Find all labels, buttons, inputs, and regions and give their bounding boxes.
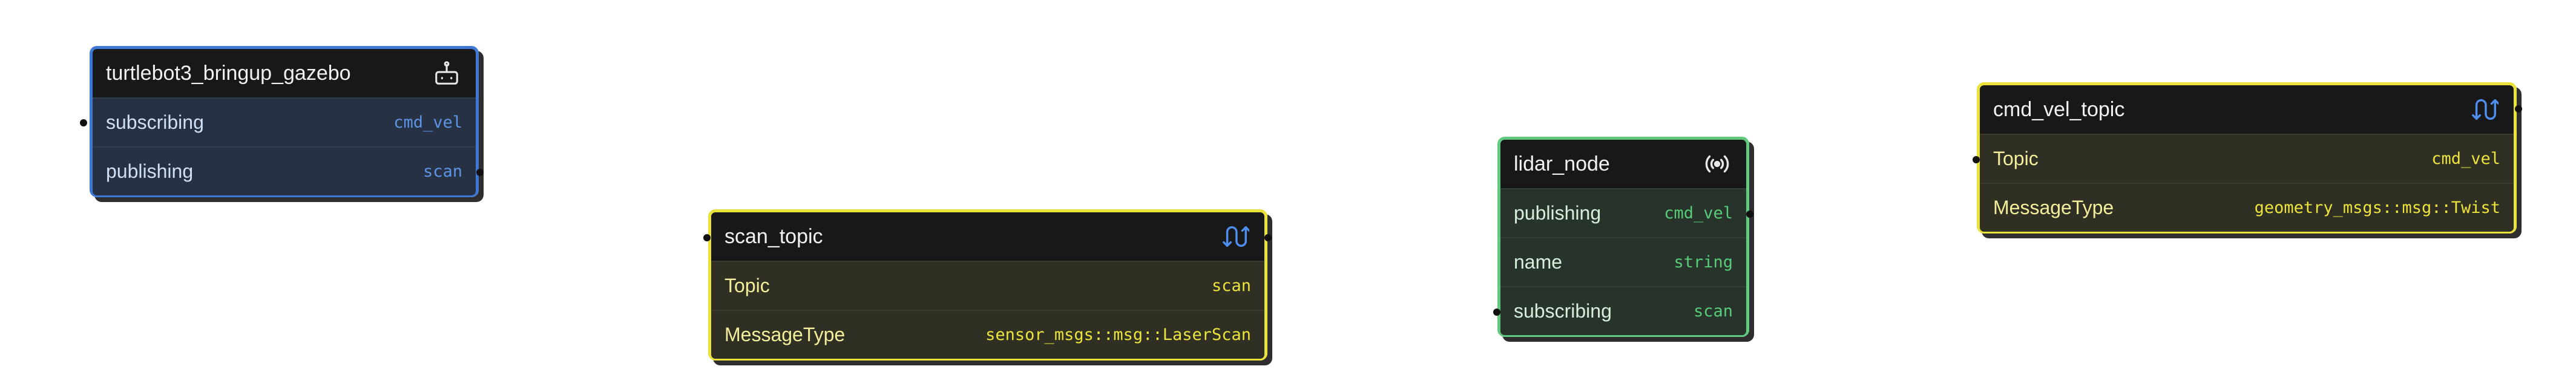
node-lidar-node[interactable]: lidar_node publishing cmd_vel name strin… [1497,137,1749,337]
row-value: cmd_vel [2431,149,2500,168]
output-port[interactable] [1264,234,1272,241]
node-row-message-type[interactable]: MessageType geometry_msgs::msg::Twist [1980,183,2514,232]
node-title: lidar_node [1514,152,1610,175]
node-scan-topic[interactable]: scan_topic Topic scan MessageType sensor… [708,209,1267,361]
input-port[interactable] [80,119,87,126]
node-row-subscribing[interactable]: subscribing cmd_vel [93,97,476,146]
node-row-message-type[interactable]: MessageType sensor_msgs::msg::LaserScan [711,310,1264,359]
row-label: Topic [1993,148,2039,169]
node-row-publishing[interactable]: publishing scan [93,146,476,195]
node-turtlebot3-bringup-gazebo[interactable]: turtlebot3_bringup_gazebo subscribing cm… [90,46,479,197]
input-port[interactable] [1493,309,1500,316]
topic-icon [1220,221,1251,252]
input-port[interactable] [703,234,711,241]
row-value: cmd_vel [393,113,462,132]
node-title: cmd_vel_topic [1993,97,2125,121]
row-value: scan [1693,302,1733,321]
output-port[interactable] [476,169,484,176]
row-label: publishing [106,160,194,182]
node-row-name[interactable]: name string [1500,237,1746,286]
row-value: sensor_msgs::msg::LaserScan [985,325,1251,344]
node-header[interactable]: cmd_vel_topic [1980,85,2514,134]
input-port[interactable] [1973,156,1980,163]
row-label: name [1514,251,1563,273]
node-header[interactable]: turtlebot3_bringup_gazebo [93,49,476,97]
node-cmd-vel-topic[interactable]: cmd_vel_topic Topic cmd_vel MessageType … [1977,82,2517,233]
row-label: MessageType [1993,197,2114,218]
node-row-publishing[interactable]: publishing cmd_vel [1500,188,1746,237]
row-value: cmd_vel [1664,204,1733,223]
node-title: scan_topic [724,224,823,248]
node-row-subscribing[interactable]: subscribing scan [1500,286,1746,335]
row-value: string [1674,253,1733,272]
row-label: MessageType [724,324,846,345]
node-title: turtlebot3_bringup_gazebo [106,61,351,85]
broadcast-icon [1701,148,1733,180]
robot-icon [431,57,462,89]
row-label: Topic [724,275,770,296]
topic-icon [2469,94,2500,125]
row-value: scan [1211,276,1251,295]
node-header[interactable]: lidar_node [1500,140,1746,188]
row-value: geometry_msgs::msg::Twist [2254,198,2500,217]
node-header[interactable]: scan_topic [711,212,1264,261]
row-value: scan [422,162,462,181]
node-row-topic[interactable]: Topic scan [711,261,1264,310]
row-label: subscribing [1514,300,1612,322]
output-port[interactable] [2515,105,2522,113]
row-label: subscribing [106,111,204,133]
row-label: publishing [1514,202,1602,224]
output-port[interactable] [1746,211,1753,218]
node-row-topic[interactable]: Topic cmd_vel [1980,134,2514,183]
